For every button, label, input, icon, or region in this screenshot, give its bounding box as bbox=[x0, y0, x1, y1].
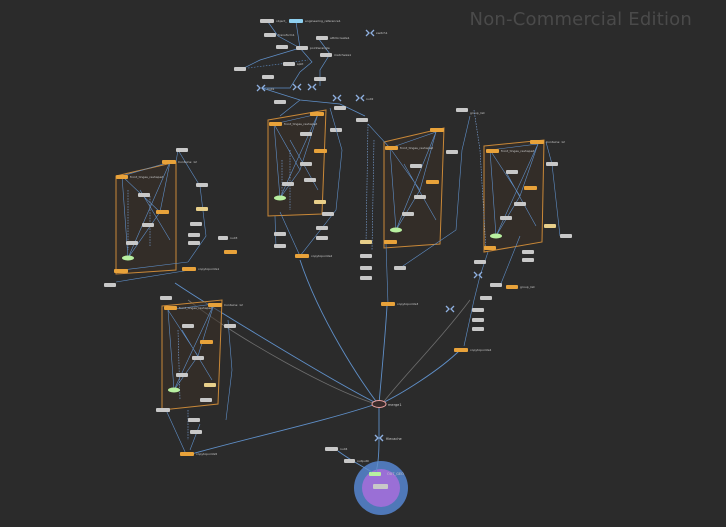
svg-text:Contains: 12: Contains: 12 bbox=[546, 140, 565, 144]
svg-text:front_tinges_reshaped: front_tinges_reshaped bbox=[400, 146, 433, 150]
svg-text:filecache: filecache bbox=[386, 437, 402, 441]
svg-text:copytopoints2: copytopoints2 bbox=[311, 254, 332, 258]
switch-icon[interactable] bbox=[473, 271, 483, 279]
svg-text:group_list: group_list bbox=[470, 111, 485, 115]
switch-icon[interactable] bbox=[445, 305, 455, 313]
bottom-null-nodes[interactable]: null4 output0 bbox=[325, 447, 369, 463]
svg-text:null1: null1 bbox=[267, 87, 274, 91]
svg-text:front_tinges_reshaped: front_tinges_reshaped bbox=[130, 175, 163, 179]
svg-text:null4: null4 bbox=[340, 447, 347, 451]
svg-text:Contains: 12: Contains: 12 bbox=[178, 160, 197, 164]
svg-text:front_tinges_reshaped: front_tinges_reshaped bbox=[179, 306, 212, 310]
svg-text:transform1: transform1 bbox=[278, 33, 295, 37]
svg-text:object_: object_ bbox=[276, 19, 287, 23]
switch-icon[interactable] bbox=[332, 94, 342, 102]
svg-text:switch1: switch1 bbox=[376, 31, 388, 35]
output-network-circle[interactable]: OUT_GEO bbox=[354, 461, 408, 515]
svg-text:merge1: merge1 bbox=[388, 403, 402, 407]
svg-text:output0: output0 bbox=[357, 459, 369, 463]
merge-node[interactable]: merge1 bbox=[371, 400, 402, 408]
main-wires bbox=[174, 259, 461, 473]
output-node[interactable] bbox=[373, 484, 388, 489]
svg-text:null2: null2 bbox=[366, 97, 373, 101]
svg-text:matchsize1: matchsize1 bbox=[334, 53, 351, 57]
switch-icon[interactable] bbox=[307, 83, 317, 91]
svg-text:null3: null3 bbox=[230, 236, 237, 240]
top-chain[interactable]: object_ engineering_reference1 transform… bbox=[234, 19, 468, 132]
svg-text:front_tinges_reshaped: front_tinges_reshaped bbox=[284, 122, 317, 126]
output-flag-node[interactable] bbox=[369, 472, 381, 476]
subnet-cluster-e[interactable]: front_tinges_reshaped Contains: 12 copyt… bbox=[156, 296, 243, 456]
svg-text:front_tinges_reshaped: front_tinges_reshaped bbox=[501, 149, 534, 153]
subnet-cluster-b[interactable]: front_tinges_reshaped copytopoints2 bbox=[267, 107, 343, 258]
svg-text:Contains: 12: Contains: 12 bbox=[224, 303, 243, 307]
svg-text:group_list: group_list bbox=[520, 285, 535, 289]
subnet-cluster-d[interactable]: front_tinges_reshaped Contains: 12 group… bbox=[445, 109, 572, 352]
filecache-node[interactable]: filecache bbox=[374, 434, 402, 442]
svg-text:copytopoints5: copytopoints5 bbox=[196, 452, 217, 456]
switch-icon[interactable] bbox=[355, 94, 365, 102]
switch-icon[interactable] bbox=[292, 83, 302, 91]
switch-icon[interactable] bbox=[256, 84, 266, 92]
svg-text:engineering_reference1: engineering_reference1 bbox=[305, 19, 341, 23]
edition-watermark: Non-Commercial Edition bbox=[469, 9, 692, 30]
output-label: OUT_GEO bbox=[387, 472, 404, 476]
switch-icon[interactable] bbox=[365, 29, 375, 37]
svg-text:pointwrangle: pointwrangle bbox=[310, 46, 330, 50]
subnet-cluster-a[interactable]: front_tinges_reshaped Contains: 12 copyt… bbox=[104, 148, 237, 287]
subnet-cluster-c[interactable]: front_tinges_reshaped group_list copytop… bbox=[360, 111, 485, 306]
svg-text:copytopoints3: copytopoints3 bbox=[397, 302, 418, 306]
svg-text:attribcreate1: attribcreate1 bbox=[330, 36, 350, 40]
svg-text:copytopoints4: copytopoints4 bbox=[470, 348, 491, 352]
svg-text:split: split bbox=[297, 62, 304, 66]
svg-text:copytopoints1: copytopoints1 bbox=[198, 267, 219, 271]
